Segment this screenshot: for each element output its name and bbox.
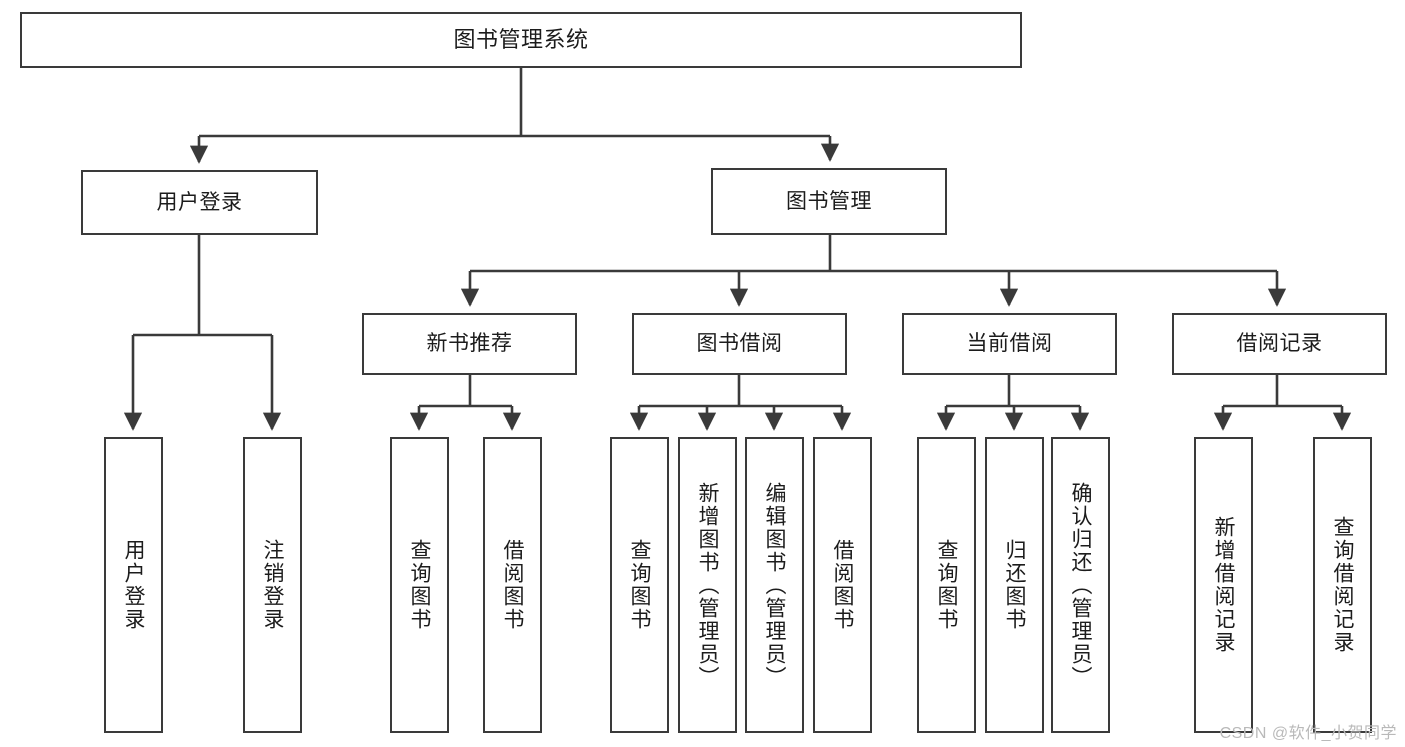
node-label: 图书管理系统	[453, 26, 589, 52]
node-label: 注销登录	[261, 539, 285, 631]
node-book-borrow[interactable]: 图书借阅	[632, 313, 847, 375]
node-label: 借阅图书	[501, 539, 525, 631]
leaf-borrow-book-new[interactable]: 借阅图书	[483, 437, 542, 733]
leaf-return-book[interactable]: 归还图书	[985, 437, 1044, 733]
leaf-confirm-return-admin[interactable]: 确认归还（管理员）	[1051, 437, 1110, 733]
leaf-add-book-admin[interactable]: 新增图书（管理员）	[678, 437, 737, 733]
node-label: 图书借阅	[696, 332, 783, 356]
node-label: 当前借阅	[966, 332, 1053, 356]
node-label: 图书管理	[786, 189, 872, 213]
node-current-borrow[interactable]: 当前借阅	[902, 313, 1117, 375]
node-label: 编辑图书（管理员）	[763, 481, 787, 689]
node-label: 借阅记录	[1236, 332, 1323, 356]
node-user-login[interactable]: 用户登录	[81, 170, 318, 235]
node-label: 确认归还（管理员）	[1069, 481, 1093, 689]
leaf-logout[interactable]: 注销登录	[243, 437, 302, 733]
leaf-add-borrow-record[interactable]: 新增借阅记录	[1194, 437, 1253, 733]
node-label: 查询图书	[408, 539, 432, 631]
node-borrow-record[interactable]: 借阅记录	[1172, 313, 1387, 375]
node-label: 新书推荐	[426, 332, 513, 356]
node-label: 查询图书	[935, 539, 959, 631]
node-label: 新增借阅记录	[1212, 516, 1236, 654]
leaf-query-book-current[interactable]: 查询图书	[917, 437, 976, 733]
node-book-management[interactable]: 图书管理	[711, 168, 947, 235]
node-label: 查询图书	[628, 539, 652, 631]
node-label: 用户登录	[156, 190, 243, 214]
node-root-system[interactable]: 图书管理系统	[20, 12, 1022, 68]
leaf-query-borrow-record[interactable]: 查询借阅记录	[1313, 437, 1372, 733]
node-label: 新增图书（管理员）	[696, 481, 720, 689]
node-new-book-recommend[interactable]: 新书推荐	[362, 313, 577, 375]
leaf-borrow-book[interactable]: 借阅图书	[813, 437, 872, 733]
node-label: 查询借阅记录	[1331, 516, 1355, 654]
leaf-user-login[interactable]: 用户登录	[104, 437, 163, 733]
leaf-query-book-new[interactable]: 查询图书	[390, 437, 449, 733]
node-label: 归还图书	[1003, 539, 1027, 631]
leaf-query-book-borrow[interactable]: 查询图书	[610, 437, 669, 733]
node-label: 借阅图书	[831, 539, 855, 631]
leaf-edit-book-admin[interactable]: 编辑图书（管理员）	[745, 437, 804, 733]
node-label: 用户登录	[122, 539, 146, 631]
